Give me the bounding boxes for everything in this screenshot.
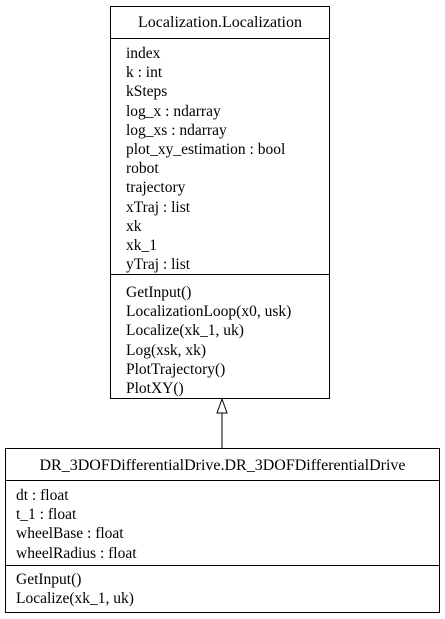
attribute: log_xs : ndarray	[126, 121, 227, 139]
inheritance-arrowhead	[216, 397, 228, 414]
attribute: xTraj : list	[126, 198, 191, 216]
method: GetInput()	[126, 284, 192, 301]
method: LocalizationLoop(x0, usk)	[126, 303, 292, 321]
attributes-section: dt : float t_1 : float wheelBase : float…	[6, 480, 439, 565]
attribute: kSteps	[126, 83, 168, 101]
attributes-section: index k : int kSteps log_x : ndarray log…	[111, 38, 329, 274]
class-box-dr-3dof-differential-drive[interactable]: DR_3DOFDifferentialDrive.DR_3DOFDifferen…	[5, 448, 440, 613]
attribute: xk	[126, 217, 142, 235]
attribute: dt : float	[16, 487, 69, 504]
attribute: plot_xy_estimation : bool	[126, 141, 286, 159]
attribute: wheelBase : float	[16, 525, 124, 543]
method: Localize(xk_1, uk)	[16, 590, 134, 608]
methods-section: GetInput() Localize(xk_1, uk)	[6, 565, 439, 612]
method: Localize(xk_1, uk)	[126, 322, 244, 340]
attribute: index	[126, 45, 161, 62]
attribute: robot	[126, 160, 159, 178]
attribute: yTraj : list	[126, 256, 191, 274]
method: PlotTrajectory()	[126, 360, 226, 378]
methods-section: GetInput() LocalizationLoop(x0, usk) Loc…	[111, 274, 329, 398]
class-box-localization[interactable]: Localization.Localization index k : int …	[110, 6, 330, 399]
attribute: wheelRadius : float	[16, 544, 137, 562]
attribute: k : int	[126, 64, 163, 82]
attribute: trajectory	[126, 179, 186, 197]
method: PlotXY()	[126, 380, 184, 398]
attribute: xk_1	[126, 237, 157, 255]
class-name-dr-3dof-differential-drive: DR_3DOFDifferentialDrive.DR_3DOFDifferen…	[39, 457, 406, 474]
attribute: t_1 : float	[16, 506, 77, 524]
attribute: log_x : ndarray	[126, 102, 221, 120]
method: GetInput()	[16, 571, 82, 588]
method: Log(xsk, xk)	[126, 341, 207, 359]
class-name-localization: Localization.Localization	[138, 14, 302, 31]
